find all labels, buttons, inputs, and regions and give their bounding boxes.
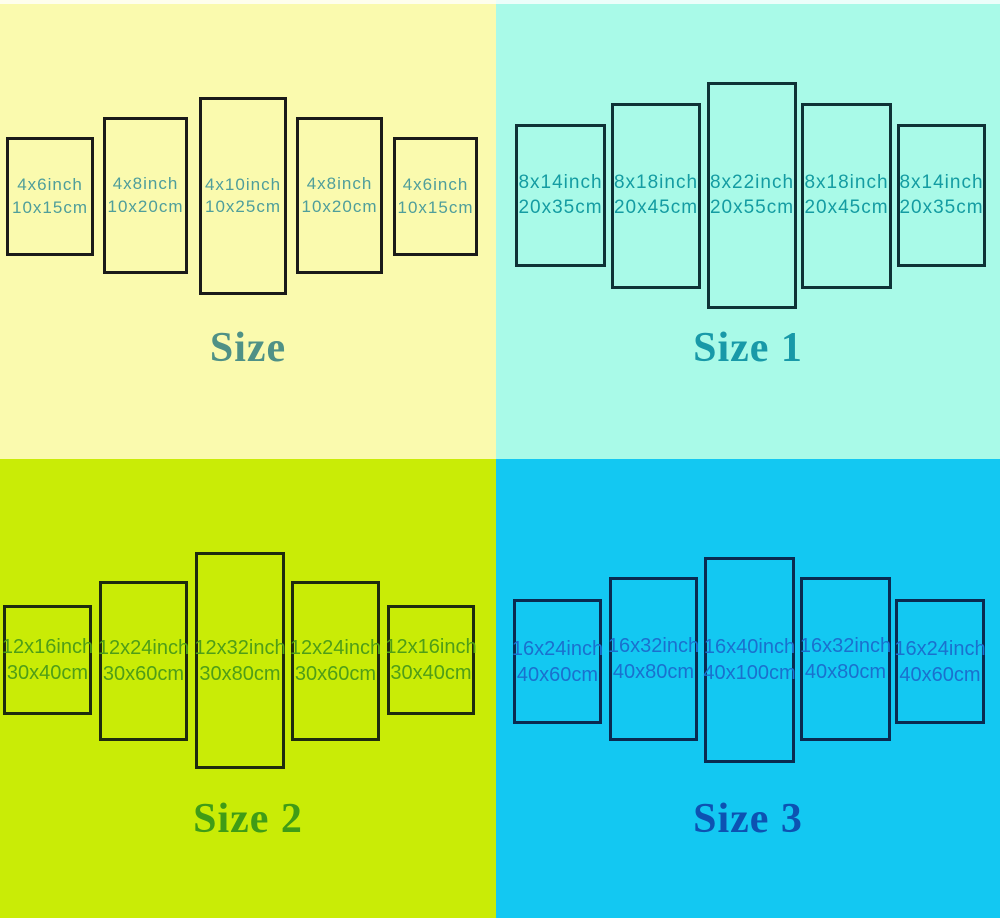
panel: 16x32inch 40x80cm [800,577,891,741]
panel-inch-label: 12x24inch [97,637,190,659]
panel: 8x18inch 20x45cm [801,103,892,289]
size-label: Size 3 [693,796,803,842]
panel-inch-label: 4x10inch [204,174,282,194]
panel-inch-label: 8x18inch [804,172,889,194]
panel-inch-label: 8x14inch [899,171,984,193]
quadrant-size-3: 16x24inch 40x60cm 16x32inch 40x80cm 16x4… [496,459,1000,918]
panel-inch-label: 16x24inch [894,637,986,660]
panel-cm-label: 30x40cm [6,662,89,684]
panel-cm-label: 20x35cm [518,196,603,218]
panel-cm-label: 10x20cm [107,196,184,216]
panel: 16x32inch 40x80cm [607,577,700,741]
panel-inch-label: 8x18inch [613,172,699,194]
panel-cm-label: 40x60cm [899,663,981,686]
panel-inch-label: 16x32inch [799,635,892,657]
panel: 12x16inch 30x40cm [1,605,94,715]
panel-inch-label: 16x32inch [607,635,700,657]
panel-cm-label: 30x40cm [390,662,472,684]
panel-cm-label: 20x55cm [709,196,795,218]
panel: 4x6inch 10x15cm [6,137,94,256]
panel-inch-label: 12x16inch [385,636,477,658]
quadrant-size: 4x6inch 10x15cm 4x8inch 10x20cm 4x10inch… [0,0,496,459]
panel-cm-label: 10x20cm [301,196,378,216]
panel-cm-label: 40x80cm [804,661,887,683]
panel: 12x16inch 30x40cm [385,605,477,715]
panel: 8x18inch 20x45cm [611,103,701,289]
size-label: Size 2 [193,796,303,842]
quadrant-size-1: 8x14inch 20x35cm 8x18inch 20x45cm 8x22in… [496,0,1000,459]
panel: 12x24inch 30x60cm [97,581,190,741]
panel-inch-label: 16x40inch [703,636,796,658]
panel: 4x8inch 10x20cm [103,117,188,274]
panel: 16x24inch 40x60cm [894,599,986,724]
panel-cm-label: 20x45cm [804,197,889,218]
panel-inch-label: 8x14inch [518,171,603,193]
panel: 16x24inch 40x60cm [511,599,604,724]
panel-cm-label: 10x15cm [12,197,88,217]
panel-inch-label: 12x24inch [289,637,382,659]
panel-cm-label: 30x80cm [199,662,281,685]
panel: 4x6inch 10x15cm [393,137,478,256]
panel: 16x40inch 40x100cm [703,557,796,763]
panel-cm-label: 10x25cm [205,197,281,216]
size-label: Size [209,325,287,371]
panel-cm-label: 20x35cm [899,196,984,218]
panel-inch-label: 4x6inch [402,175,469,195]
panel: 4x8inch 10x20cm [296,117,383,274]
quadrant-size-2: 12x16inch 30x40cm 12x24inch 30x60cm 12x3… [0,459,496,918]
panel: 8x22inch 20x55cm [707,82,797,309]
panel: 4x10inch 10x25cm [199,97,287,295]
panel: 8x14inch 20x35cm [515,124,606,267]
panel-cm-label: 40x100cm [703,662,796,684]
panel-cm-label: 30x60cm [294,663,377,685]
panel-inch-label: 8x22inch [709,171,795,193]
panel-inch-label: 16x24inch [511,637,604,660]
size-label: Size 1 [693,325,803,371]
panel-cm-label: 30x60cm [102,663,185,685]
panel-inch-label: 12x16inch [1,636,94,658]
panel-inch-label: 4x8inch [306,174,373,194]
panel-cm-label: 10x15cm [397,197,474,217]
panel-cm-label: 20x45cm [613,197,699,218]
panel-inch-label: 4x8inch [112,174,179,194]
panel: 12x24inch 30x60cm [289,581,382,741]
panel-cm-label: 40x60cm [516,663,599,686]
panel-cm-label: 40x80cm [612,661,695,683]
panel-inch-label: 4x6inch [17,175,83,195]
panel-inch-label: 12x32inch [194,636,286,659]
panel: 8x14inch 20x35cm [897,124,986,267]
panel: 12x32inch 30x80cm [194,552,286,769]
